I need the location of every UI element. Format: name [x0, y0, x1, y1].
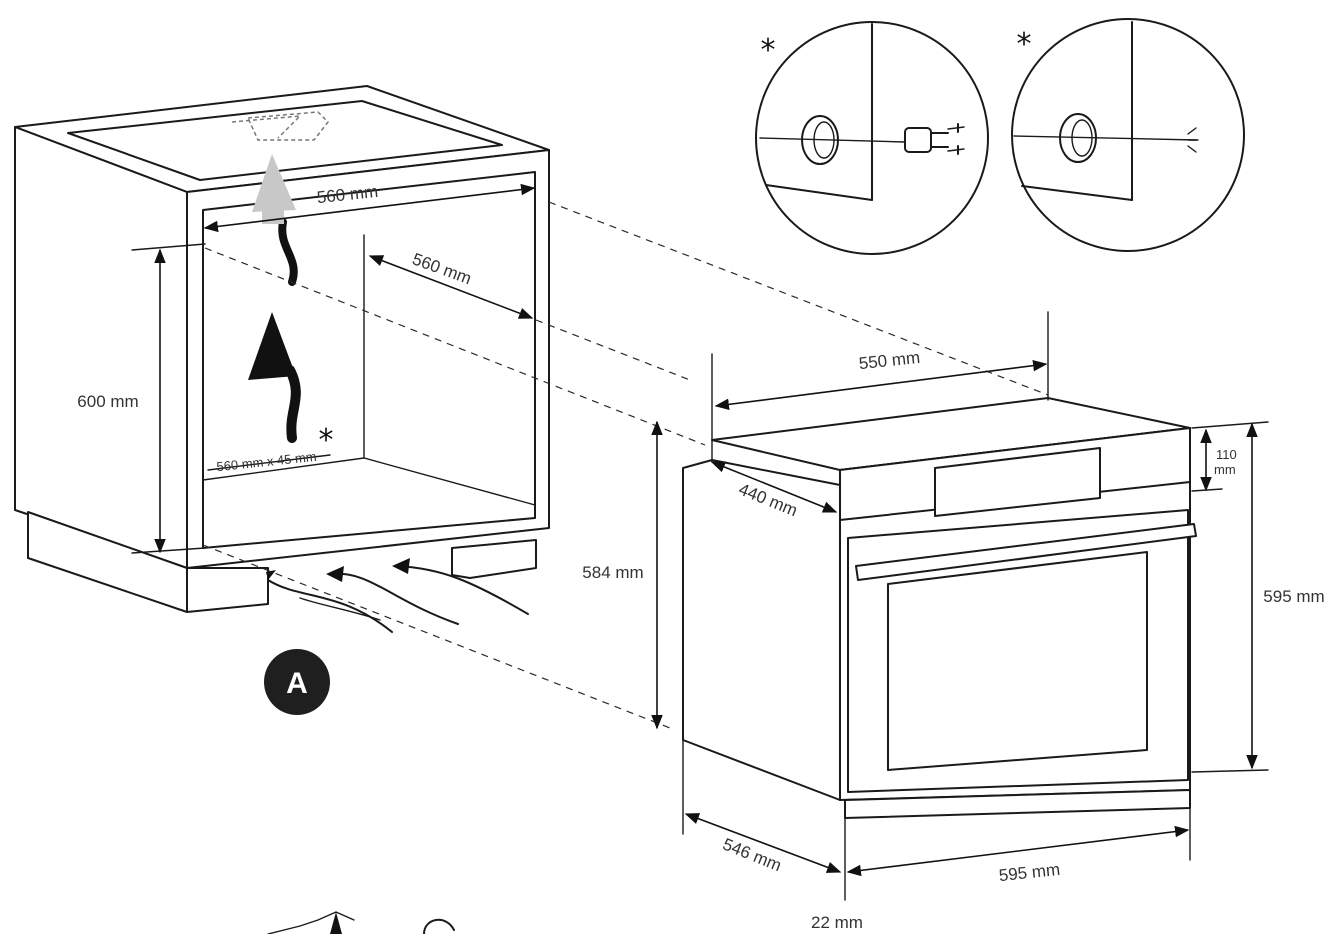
- cabinet-plinth-front: [186, 567, 269, 613]
- vent-slot: [207, 454, 331, 471]
- oven-display: [934, 447, 1101, 517]
- dim-line-oven-side-depth: [710, 461, 838, 513]
- section-marker: [264, 649, 330, 715]
- dim-line-oven-total-depth: [684, 813, 842, 873]
- label-front-overhang: 22 mm: [811, 913, 863, 932]
- asterisk-vent: *: [319, 423, 334, 458]
- ext-line-bottom: [131, 547, 206, 554]
- section-marker-label: A: [286, 667, 308, 700]
- dim-line-cabinet-width: [203, 183, 536, 233]
- detail-plug-connection: *: [755, 21, 989, 255]
- oven-window: [887, 551, 1148, 771]
- oven-side: [682, 459, 841, 801]
- cabinet: 560 mm 560 mm 600 mm 560 mm x 45 mm * A: [14, 85, 550, 715]
- dim-line-cabinet-depth: [368, 255, 534, 319]
- ext-line-panel-top: [1191, 421, 1269, 429]
- label-cabinet-height: 600 mm: [77, 392, 138, 411]
- asterisk-plug: *: [761, 33, 776, 68]
- label-oven-front-width: 595 mm: [998, 860, 1061, 885]
- label-panel-height-value: 110: [1216, 447, 1237, 462]
- label-oven-total-depth: 546 mm: [720, 835, 784, 876]
- label-oven-front-height: 595 mm: [1263, 587, 1324, 606]
- niche-floor: [202, 457, 536, 506]
- cropped-bottom-icons: [267, 911, 455, 934]
- ext-line-top: [131, 243, 206, 251]
- asterisk-wire: *: [1017, 27, 1032, 62]
- cabinet-plinth-right: [451, 539, 537, 579]
- dim-line-oven-front-width: [846, 825, 1190, 877]
- dim-line-oven-body-width: [714, 359, 1048, 411]
- ext-line-panel-bottom: [1191, 488, 1223, 492]
- label-oven-body-height: 584 mm: [582, 563, 643, 582]
- ext-line-front-bottom: [1191, 769, 1269, 773]
- label-panel-height-unit: mm: [1214, 462, 1236, 477]
- label-oven-body-width: 550 mm: [858, 348, 921, 373]
- detail-wire-connection: *: [1011, 18, 1245, 252]
- oven-handle: [855, 523, 1197, 581]
- cabinet-left-side: [14, 126, 188, 569]
- oven: 550 mm 440 mm 584 mm 110 mm 595 mm 546 m…: [582, 311, 1325, 932]
